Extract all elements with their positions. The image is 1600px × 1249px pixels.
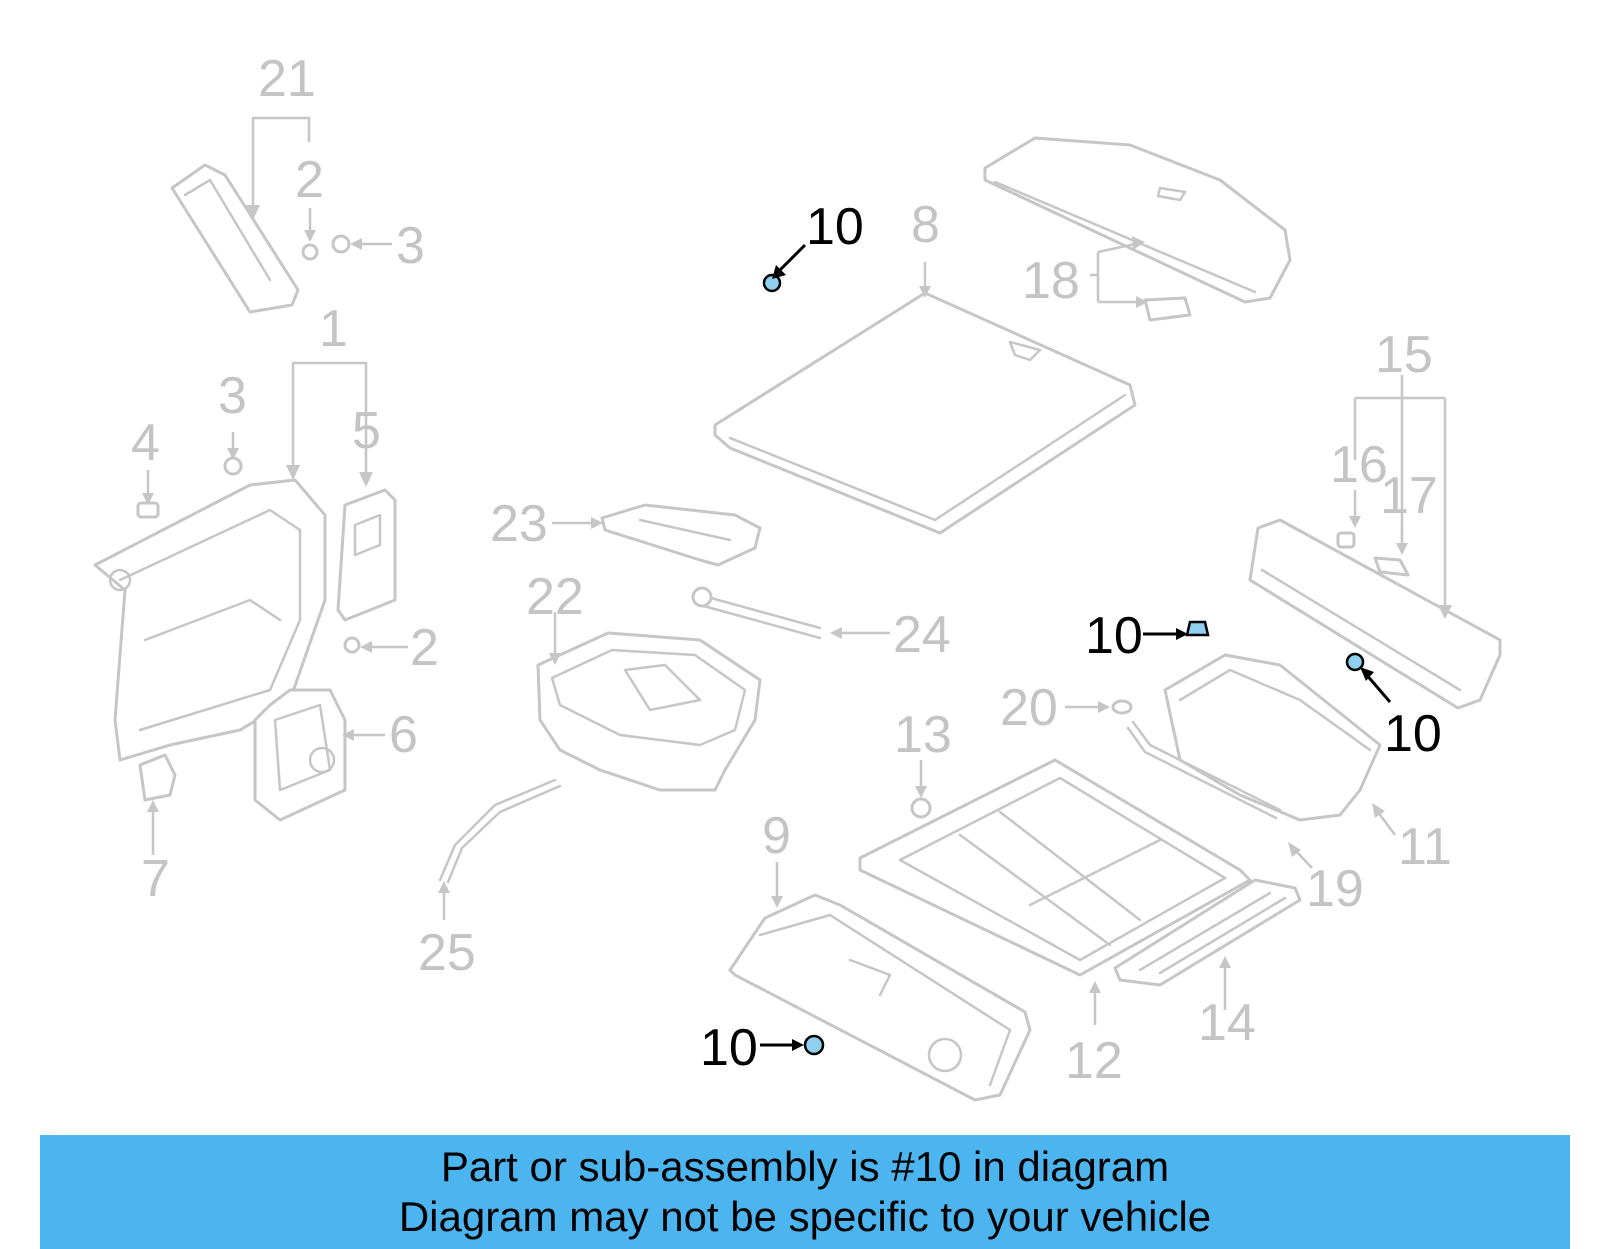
callout-6: 6 <box>389 706 418 764</box>
part-14-vent <box>1113 878 1302 987</box>
part-2-clip-upper <box>301 243 319 261</box>
callout-25: 25 <box>418 924 476 982</box>
callout-7: 7 <box>141 850 170 908</box>
callout-17: 17 <box>1380 467 1438 525</box>
callout-4: 4 <box>131 414 160 472</box>
part-21-pillar-trim <box>170 163 300 314</box>
part-9-floor-panel <box>728 893 1032 1102</box>
part-25-strap <box>438 778 562 884</box>
part-10-clip-floor <box>760 1034 825 1056</box>
callout-5: 5 <box>352 402 381 460</box>
part-5-trim-cover <box>336 488 397 622</box>
part-10-clip-box <box>1143 620 1210 640</box>
callout-3-upper: 3 <box>396 217 425 275</box>
part-16-clip <box>1336 531 1356 549</box>
callout-2-upper: 2 <box>295 151 324 209</box>
part-17-pad <box>1373 556 1410 577</box>
callout-10-sill: 10 <box>1384 705 1442 763</box>
part-3-clip-lower <box>223 456 243 476</box>
part-22-tool-tray <box>536 631 762 792</box>
callout-23: 23 <box>490 495 548 553</box>
callout-16: 16 <box>1330 436 1388 494</box>
callout-21: 21 <box>258 50 316 108</box>
part-20-grommet <box>1111 699 1133 715</box>
part-8-floor-board <box>713 291 1137 535</box>
callout-15: 15 <box>1375 326 1433 384</box>
part-19-strip <box>1126 720 1282 820</box>
part-23-jack <box>600 503 762 567</box>
callout-1: 1 <box>319 300 348 358</box>
part-10-clip-sill <box>1345 652 1392 703</box>
part-4-clip <box>136 501 160 519</box>
callout-10-floor: 10 <box>700 1019 758 1077</box>
callout-24: 24 <box>893 606 951 664</box>
part-15-sill-trim <box>1248 518 1502 710</box>
part-10-clip-top <box>762 243 807 293</box>
callout-8: 8 <box>911 196 940 254</box>
callout-12: 12 <box>1065 1032 1123 1090</box>
callout-14: 14 <box>1198 994 1256 1052</box>
callout-20: 20 <box>1000 679 1058 737</box>
callout-3-lower: 3 <box>218 367 247 425</box>
callout-10-top: 10 <box>806 198 864 256</box>
part-6-bracket <box>253 688 347 822</box>
callout-9: 9 <box>762 807 791 865</box>
part-13-plug <box>910 797 932 819</box>
callout-10-box: 10 <box>1085 607 1143 665</box>
callout-18: 18 <box>1022 252 1080 310</box>
callout-11: 11 <box>1398 818 1452 876</box>
part-12-floor-frame <box>858 758 1252 977</box>
callout-13: 13 <box>894 706 952 764</box>
callout-19: 19 <box>1306 860 1364 918</box>
part-2-clip-lower <box>343 636 361 654</box>
part-3-screw-upper <box>331 234 351 254</box>
callout-22: 22 <box>526 568 584 626</box>
part-7-clip <box>138 753 177 802</box>
banner-line-disclaimer: Diagram may not be specific to your vehi… <box>398 1193 1212 1240</box>
part-11-storage-box <box>1163 653 1382 822</box>
part-24-handle <box>691 586 822 640</box>
callout-2-lower: 2 <box>410 619 439 677</box>
callout-labels: 21 2 3 1 3 4 5 2 6 7 10 8 18 23 22 24 25… <box>131 50 1452 1090</box>
leader-lines <box>142 116 1452 1025</box>
info-banner: Part or sub-assembly is #10 in diagram D… <box>40 1135 1570 1249</box>
banner-line-part-number: Part or sub-assembly is #10 in diagram <box>440 1143 1170 1190</box>
part-18-tonneau-cover <box>983 136 1292 322</box>
